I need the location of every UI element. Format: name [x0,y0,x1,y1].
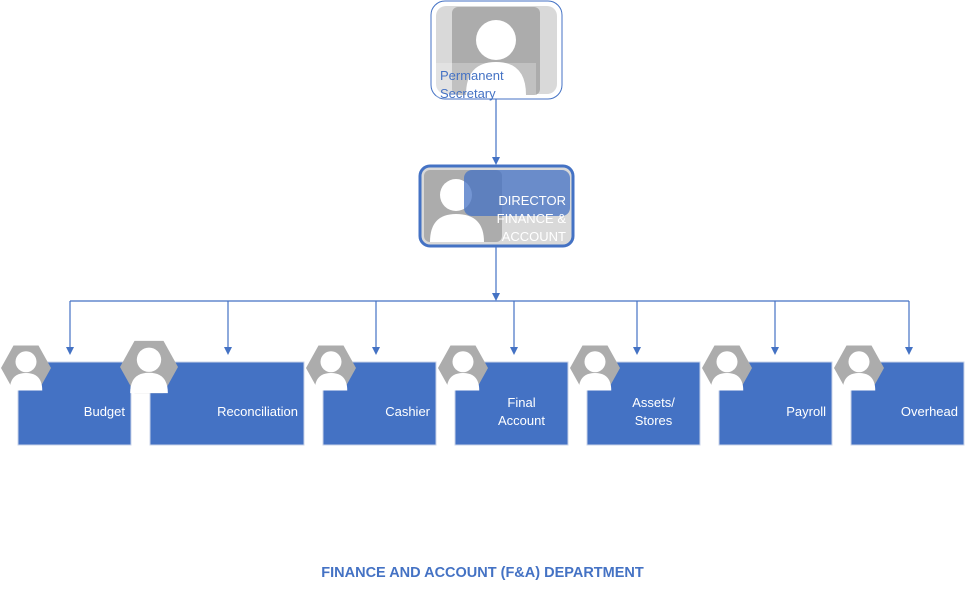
unit-label-line1: Payroll [786,404,826,419]
top-label-line2: Secretary [440,86,496,101]
unit-node[interactable] [306,345,437,446]
unit-label-line2: Account [498,413,545,428]
unit-node[interactable] [438,345,569,446]
unit-node[interactable] [120,340,305,446]
director-label: DIRECTOR FINANCE & ACCOUNT [480,192,566,246]
node-permanent-secretary[interactable] [430,0,563,100]
unit-label: Budget [38,403,125,421]
unit-box [850,361,965,446]
director-label-line2: FINANCE & [496,211,566,226]
unit-label-line1: Final [507,395,536,410]
director-label-line3: ACCOUNT [501,229,566,244]
top-label-line1: Permanent [440,68,504,83]
unit-label: Assets/Stores [627,394,680,430]
node-director[interactable] [418,164,575,248]
top-label: Permanent Secretary [440,67,504,103]
unit-node[interactable] [702,345,833,446]
unit-node[interactable] [834,345,965,446]
unit-node[interactable] [1,345,132,446]
unit-label-line2: Stores [634,413,673,428]
unit-label-line1: Budget [83,404,125,419]
unit-label-line1: Overhead [900,404,958,419]
unit-label: Cashier [343,403,430,421]
unit-label: Overhead [871,403,958,421]
unit-label-line1: Cashier [385,404,430,419]
director-label-line1: DIRECTOR [498,193,566,208]
unit-label: Reconciliation [170,403,298,421]
unit-label: Payroll [739,403,826,421]
unit-label-line1: Assets/ [632,395,675,410]
chart-title: FINANCE AND ACCOUNT (F&A) DEPARTMENT [321,565,644,581]
unit-node[interactable] [570,345,701,446]
unit-box [149,361,305,446]
unit-label-line1: Reconciliation [217,404,298,419]
